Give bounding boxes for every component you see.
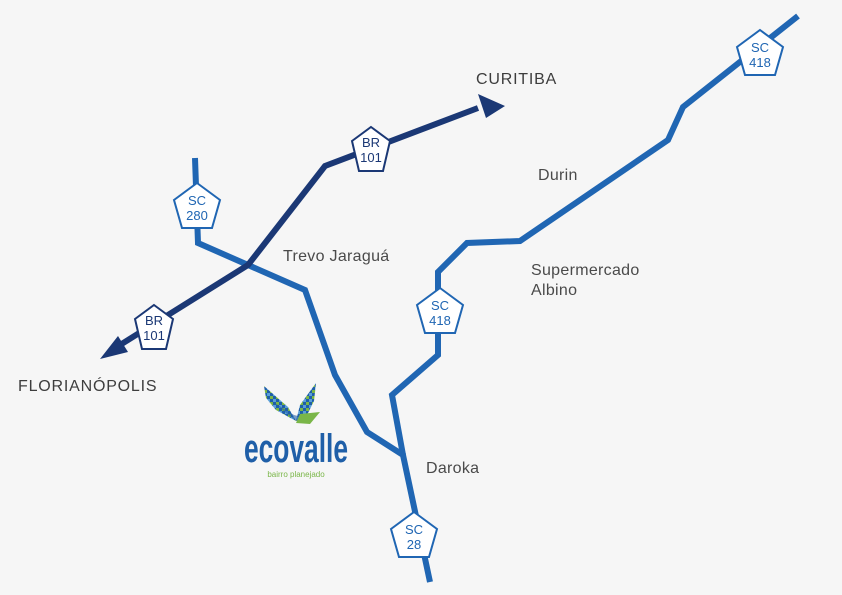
shield-br101-bottom-line2: 101 [143,328,165,343]
logo-leaf-icon [264,383,320,424]
shield-sc418-top-line2: 418 [749,55,771,70]
shield-br101-top-line1: BR [362,135,380,150]
shield-sc28-line2: 28 [407,537,421,552]
shield-br101-bottom-line1: BR [145,313,163,328]
place-label-supermercado-line1: Supermercado [531,262,640,279]
shield-br101-top-line2: 101 [360,150,382,165]
logo-tagline: bairro planejado [267,470,325,479]
road-sc418 [388,13,800,456]
arrow-to-curitiba [478,94,505,118]
shield-sc418-mid-line2: 418 [429,313,451,328]
shield-br101-top: BR 101 [350,125,392,172]
shield-br101-bottom: BR 101 [133,303,175,350]
city-label-curitiba: CURITIBA [476,71,557,88]
shield-sc280: SC 280 [172,181,222,229]
place-label-supermercado-line2: Albino [531,282,577,299]
place-label-trevo-jaragua: Trevo Jaraguá [283,248,389,265]
shield-sc418-top-line1: SC [751,40,769,55]
shield-sc280-line2: 280 [186,208,208,223]
place-label-daroka: Daroka [426,460,479,477]
shield-sc418-top: SC 418 [735,28,785,76]
city-label-florianopolis: FLORIANÓPOLIS [18,376,157,395]
road-br101 [110,105,480,353]
shield-sc28-line1: SC [405,522,423,537]
arrow-to-florianopolis [100,336,128,359]
place-label-durin: Durin [538,167,578,184]
ecovalle-logo: ecovalle bairro planejado [244,383,348,479]
shield-sc280-line1: SC [188,193,206,208]
shield-sc28: SC 28 [389,510,439,558]
shield-sc418-mid-line1: SC [431,298,449,313]
logo-wordmark: ecovalle [244,427,348,471]
shield-sc418-mid: SC 418 [415,286,465,334]
road-sc280 [192,157,433,583]
